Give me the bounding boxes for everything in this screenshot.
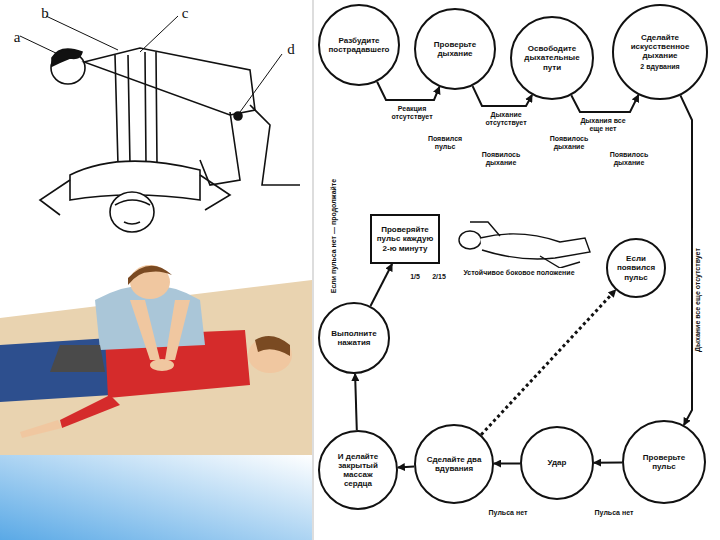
step-circle: Удар (520, 426, 594, 500)
arrow-label: Дыхания все еще нет (574, 116, 632, 134)
floor (0, 280, 312, 455)
rescuer-arms (130, 300, 190, 360)
victim-sleeve (60, 395, 120, 428)
step-circle: И делайте закрытый массаж сердца (318, 430, 398, 510)
flow-arrow (377, 82, 439, 100)
note-label: 2/15 (426, 272, 452, 282)
flow-arrow (680, 95, 692, 425)
rescuer-hair (128, 266, 172, 285)
figure-head (459, 231, 481, 249)
victim-head (248, 337, 292, 373)
step-circle: Проверьте пульс (622, 420, 706, 504)
rescuer-hair (52, 49, 82, 66)
note-label: Устойчивое боковое положение (452, 268, 586, 278)
flow-arrow (571, 95, 638, 112)
arrow-label: Дыхание все еще отсутствует (693, 228, 703, 372)
part-letter: d (282, 40, 300, 59)
step-text: Освободите дыхательные пути (522, 44, 582, 72)
flow-arrow (481, 290, 615, 435)
step-circle: Сделайте два вдувания (414, 424, 494, 504)
step-text: Сделайте два вдувания (426, 455, 482, 473)
figure-body (480, 234, 590, 259)
flow-arrow (494, 462, 520, 464)
step-circle: Сделайте искусственное дыхание 2 вдувания (612, 4, 708, 100)
flow-arrow (398, 467, 414, 468)
step-note: 2 вдувания (640, 63, 679, 71)
victim-face (115, 200, 150, 224)
leader-line (240, 54, 282, 112)
rescuer-arms (115, 52, 157, 165)
step-text: Удар (548, 458, 567, 467)
victim-arms (40, 175, 230, 215)
step-text: Проверьте дыхание (426, 40, 484, 58)
note-label: Появилось дыхание (540, 134, 598, 152)
step-circle: Освободите дыхательные пути (510, 16, 594, 100)
victim-hair (255, 336, 290, 356)
victim-arm (20, 420, 62, 438)
flow-arrow (355, 374, 357, 430)
part-letter: c (176, 4, 194, 23)
arrow-label: Пульса нет (482, 508, 534, 518)
rescuer-legs (200, 105, 300, 185)
step-circle: Выполните нажатия (318, 302, 390, 374)
note-label: Появилось дыхание (472, 150, 530, 168)
part-letter: b (36, 4, 54, 23)
victim-jeans (0, 338, 112, 402)
rescuer-torso (84, 48, 255, 115)
leader-line (46, 16, 118, 50)
arrow-label: Пульса нет (588, 508, 640, 518)
flow-arrow (594, 461, 622, 463)
note-label: 1/5 (404, 272, 426, 282)
note-label: Появился пульс (418, 134, 472, 152)
step-box: Проверяйте пульс каждую 2-ю минуту (370, 214, 440, 264)
rescuer-knees (50, 345, 105, 372)
victim-head (110, 192, 154, 232)
step-text: Проверяйте пульс каждую 2-ю минуту (376, 225, 434, 253)
step-circle: Проверьте дыхание (414, 8, 496, 90)
step-text: И делайте закрытый массаж сердца (330, 452, 386, 489)
figure-limbs (470, 222, 580, 268)
step-text: Сделайте искусственное дыхание (624, 33, 696, 61)
leader-line (20, 36, 60, 55)
note-label: Появилось дыхание (600, 150, 658, 168)
arrow-label: Дыхание отсутствует (478, 110, 534, 128)
corner-gradient (0, 455, 312, 540)
panel-divider (312, 0, 314, 540)
note-label: Если пульса нет — продолжайте (329, 174, 339, 298)
hip-dot (234, 112, 242, 120)
step-text: Разбудите пострадавшего (329, 36, 390, 54)
flow-arrow (371, 264, 393, 306)
arrow-label: Реакция отсутствует (384, 104, 440, 122)
step-circle: Разбудите пострадавшего (318, 4, 400, 86)
rescuer-hands (150, 359, 174, 371)
step-text: Если появился пульс (617, 254, 655, 282)
part-letter: a (8, 28, 26, 47)
step-circle: Если появился пульс (606, 238, 666, 298)
step-text: Проверьте пульс (634, 453, 694, 471)
leader-line (140, 16, 178, 52)
step-text: Выполните нажатия (330, 329, 378, 347)
